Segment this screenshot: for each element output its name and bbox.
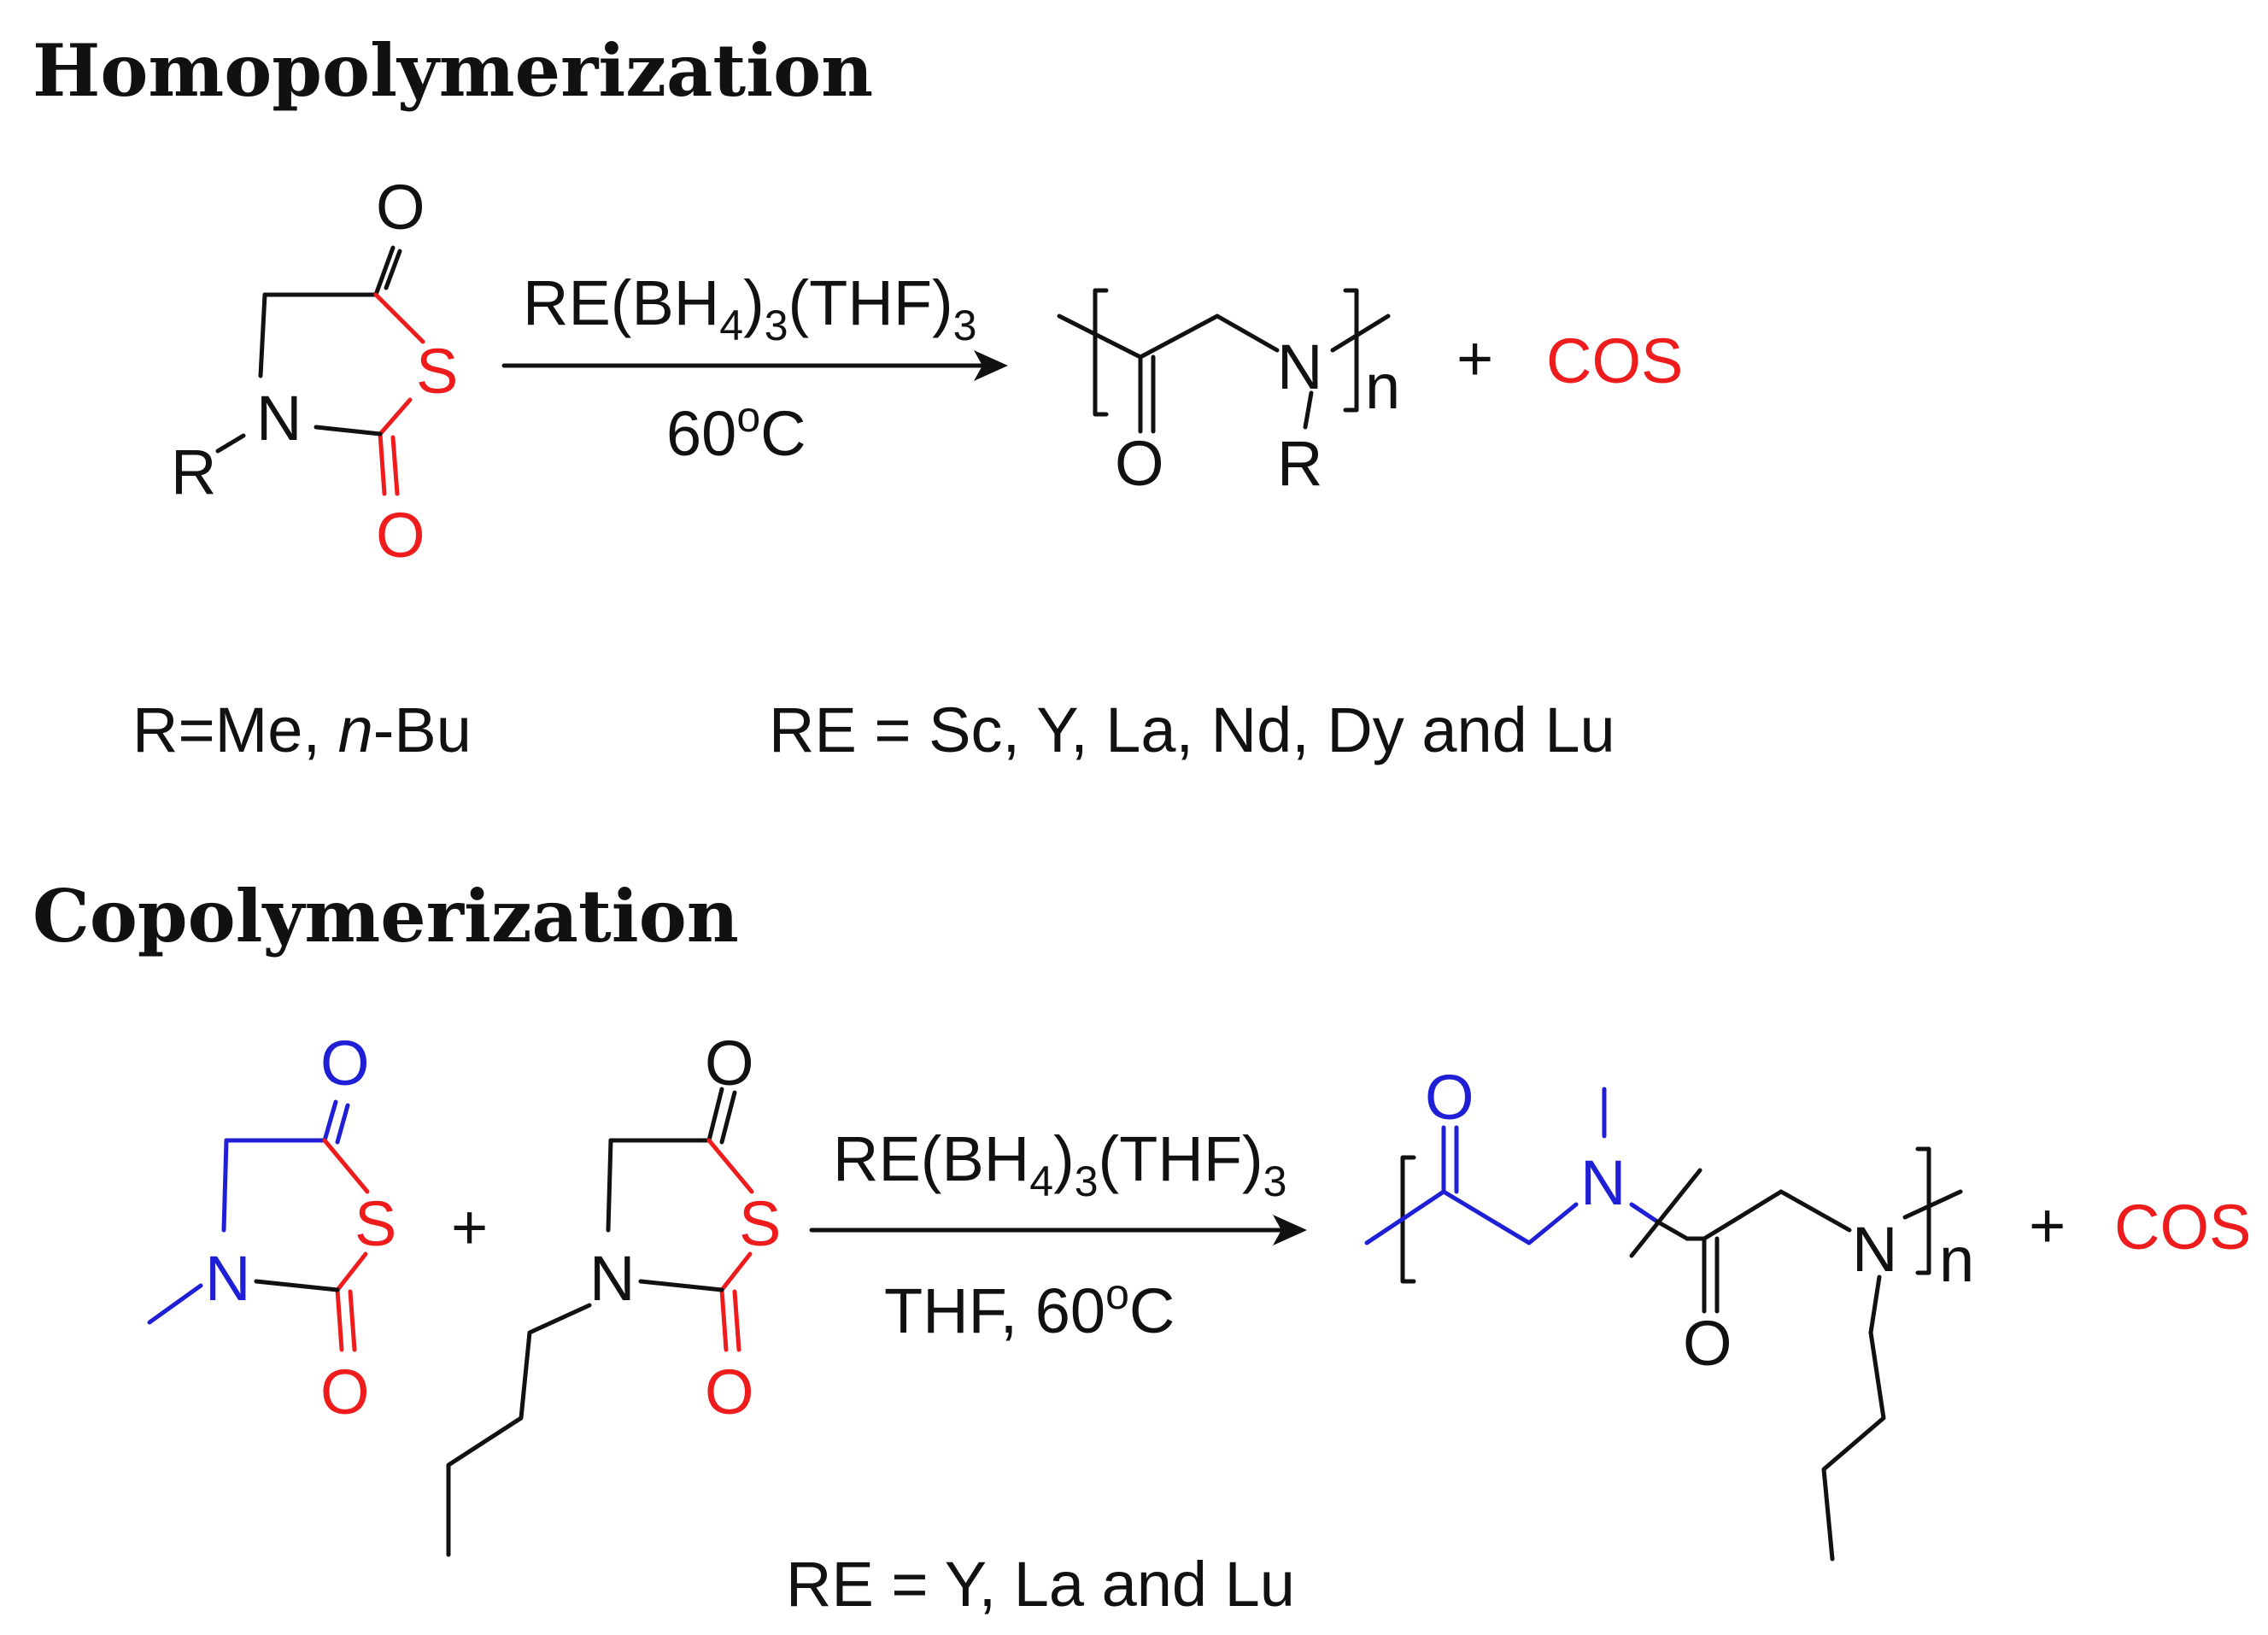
homo-polymer-r-group: R — [1277, 428, 1322, 499]
co-rare-earth-note: RE = Y, La and Lu — [786, 1549, 1295, 1620]
homo-monomer-thiocarbonyl-o: O — [376, 500, 425, 571]
co-monomer-methyl-nitrogen: N — [205, 1243, 250, 1314]
co-polymer-structure — [1364, 1087, 1963, 1562]
co-reaction-arrow — [809, 1215, 1307, 1245]
co-polymer-blue-nitrogen: N — [1580, 1147, 1626, 1218]
homo-temperature-label: 60oC — [666, 393, 806, 469]
homo-polymer-carbonyl-o: O — [1115, 428, 1164, 499]
co-monomer-butyl-structure — [446, 1087, 754, 1557]
homo-monomer-carbonyl-o: O — [376, 172, 425, 243]
co-monomer-butyl-nitrogen: N — [589, 1243, 635, 1314]
co-monomer-methyl-structure — [147, 1099, 370, 1352]
homo-plus-sign: + — [1456, 323, 1493, 394]
homo-rare-earth-note: RE = Sc, Y, La, Nd, Dy and Lu — [769, 694, 1615, 765]
copolymerization-heading: Copolymerization — [32, 874, 739, 958]
homo-monomer-structure — [215, 245, 425, 496]
co-reactant-plus-sign: + — [451, 1192, 488, 1263]
homo-monomer-r-group: R — [171, 437, 216, 507]
co-byproduct-cos: COS — [2114, 1192, 2251, 1263]
homo-monomer-nitrogen: N — [256, 383, 302, 454]
homo-polymer-structure — [1057, 288, 1391, 434]
co-monomer-methyl-thiocarbonyl-o: O — [320, 1357, 370, 1427]
homo-polymer-nitrogen: N — [1277, 331, 1322, 402]
homo-polymer-repeat-n: n — [1365, 351, 1400, 422]
co-conditions-label: THF, 60oC — [884, 1270, 1175, 1346]
co-monomer-methyl-carbonyl-o: O — [320, 1028, 370, 1099]
co-monomer-butyl-thiocarbonyl-o: O — [705, 1357, 754, 1427]
co-polymer-repeat-n: n — [1939, 1224, 1974, 1295]
co-monomer-methyl-sulfur: S — [355, 1188, 396, 1259]
co-monomer-butyl-carbonyl-o: O — [705, 1028, 754, 1099]
homopolymerization-heading: Homopolymerization — [32, 28, 873, 113]
co-polymer-black-nitrogen: N — [1852, 1214, 1897, 1285]
homo-reaction-arrow — [501, 350, 1008, 381]
co-polymer-blue-carbonyl-o: O — [1425, 1062, 1474, 1133]
homo-catalyst-label: RE(BH4)3(THF)3 — [523, 267, 976, 349]
homo-r-group-note: R=Me, n-Bu — [132, 694, 472, 765]
co-product-plus-sign: + — [2029, 1190, 2066, 1261]
homo-byproduct-cos: COS — [1546, 325, 1683, 396]
co-monomer-butyl-sulfur: S — [739, 1188, 781, 1259]
co-polymer-black-carbonyl-o: O — [1683, 1308, 1732, 1379]
co-catalyst-label: RE(BH4)3(THF)3 — [833, 1123, 1286, 1205]
homo-monomer-sulfur: S — [416, 336, 458, 407]
